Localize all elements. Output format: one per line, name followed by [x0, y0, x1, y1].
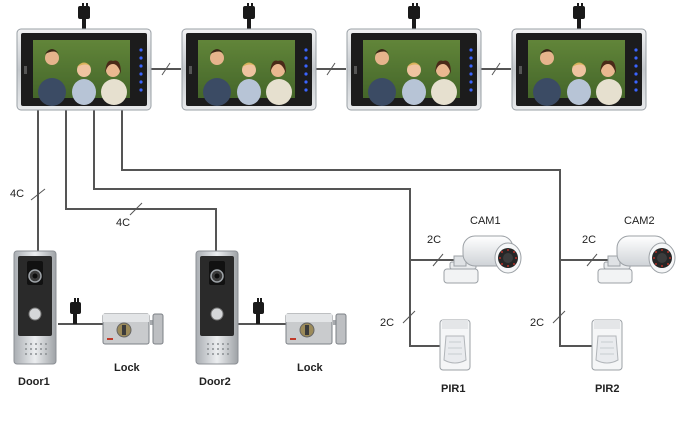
link-slash	[326, 62, 336, 76]
cctv-camera-icon	[443, 235, 522, 284]
wiring	[30, 62, 615, 347]
cable-label-4c: 4C	[116, 217, 130, 229]
door-label-door1: Door1	[18, 376, 50, 388]
cable-label-2c: 2C	[530, 317, 544, 329]
monitor-row	[16, 3, 646, 111]
wire-slash	[129, 202, 143, 216]
wire-pir1	[409, 260, 440, 347]
video-monitor-icon	[347, 3, 481, 110]
wire-door2	[65, 110, 217, 252]
wire-slash	[552, 310, 566, 324]
cable-label-2c: 2C	[427, 234, 441, 246]
door-label-door2: Door2	[199, 376, 231, 388]
pir-label-pir1: PIR1	[441, 383, 465, 395]
electric-lock-icon	[252, 297, 347, 345]
lock-label-1: Lock	[114, 362, 141, 374]
video-monitor-icon	[512, 3, 646, 110]
lock-label-2: Lock	[297, 362, 324, 374]
cable-label-2c: 2C	[582, 234, 596, 246]
wire-pir2	[559, 260, 594, 347]
wire-slash	[30, 188, 46, 201]
link-slash	[491, 62, 501, 76]
power-adapter-icon	[78, 3, 90, 29]
cctv-camera-icon	[597, 235, 676, 284]
wire-cam1	[93, 110, 460, 261]
pir-sensor-icon	[439, 319, 471, 371]
pir-sensor-icon	[591, 319, 623, 371]
video-monitor-icon	[182, 3, 316, 110]
electric-lock-icon	[70, 298, 164, 345]
cable-label-4c: 4C	[10, 188, 24, 200]
wire-slash	[402, 310, 416, 324]
wire-slash	[586, 253, 598, 267]
wire-slash	[432, 253, 444, 267]
pir-label-pir2: PIR2	[595, 383, 619, 395]
wire-cam2	[121, 110, 615, 261]
link-slash	[161, 62, 171, 76]
door-station-icon	[13, 250, 57, 365]
camera-label-cam2: CAM2	[624, 215, 655, 227]
video-monitor-icon	[16, 3, 152, 111]
cable-label-2c: 2C	[380, 317, 394, 329]
camera-label-cam1: CAM1	[470, 215, 501, 227]
door-station-icon	[195, 250, 239, 365]
